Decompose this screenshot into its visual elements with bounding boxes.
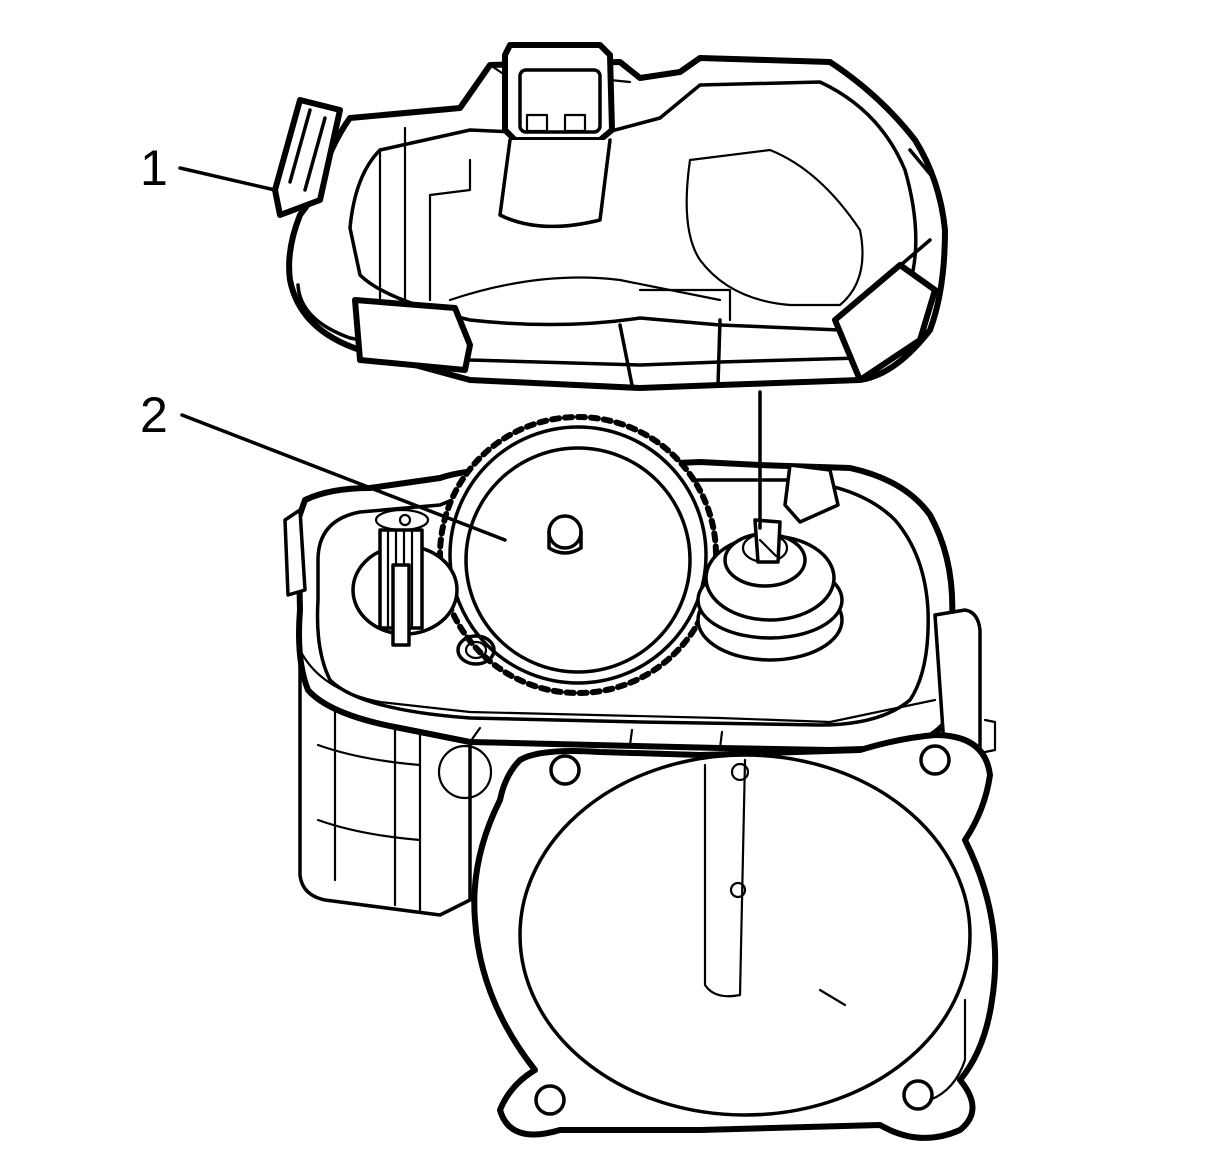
pinion-gear: [351, 508, 496, 666]
sensor-shaft-spring: [696, 518, 844, 662]
throttle-body-cover: [272, 42, 948, 391]
throttle-body: [283, 459, 999, 1141]
callout-2: 2: [140, 387, 507, 542]
callout-1: 1: [140, 140, 277, 196]
callout-1-label: 1: [140, 140, 168, 196]
callout-2-label: 2: [140, 387, 168, 443]
callout-2-leader: [180, 413, 507, 542]
callout-1-leader: [178, 166, 277, 192]
electrical-connector: [488, 42, 632, 229]
gear-assembly: [351, 414, 844, 696]
